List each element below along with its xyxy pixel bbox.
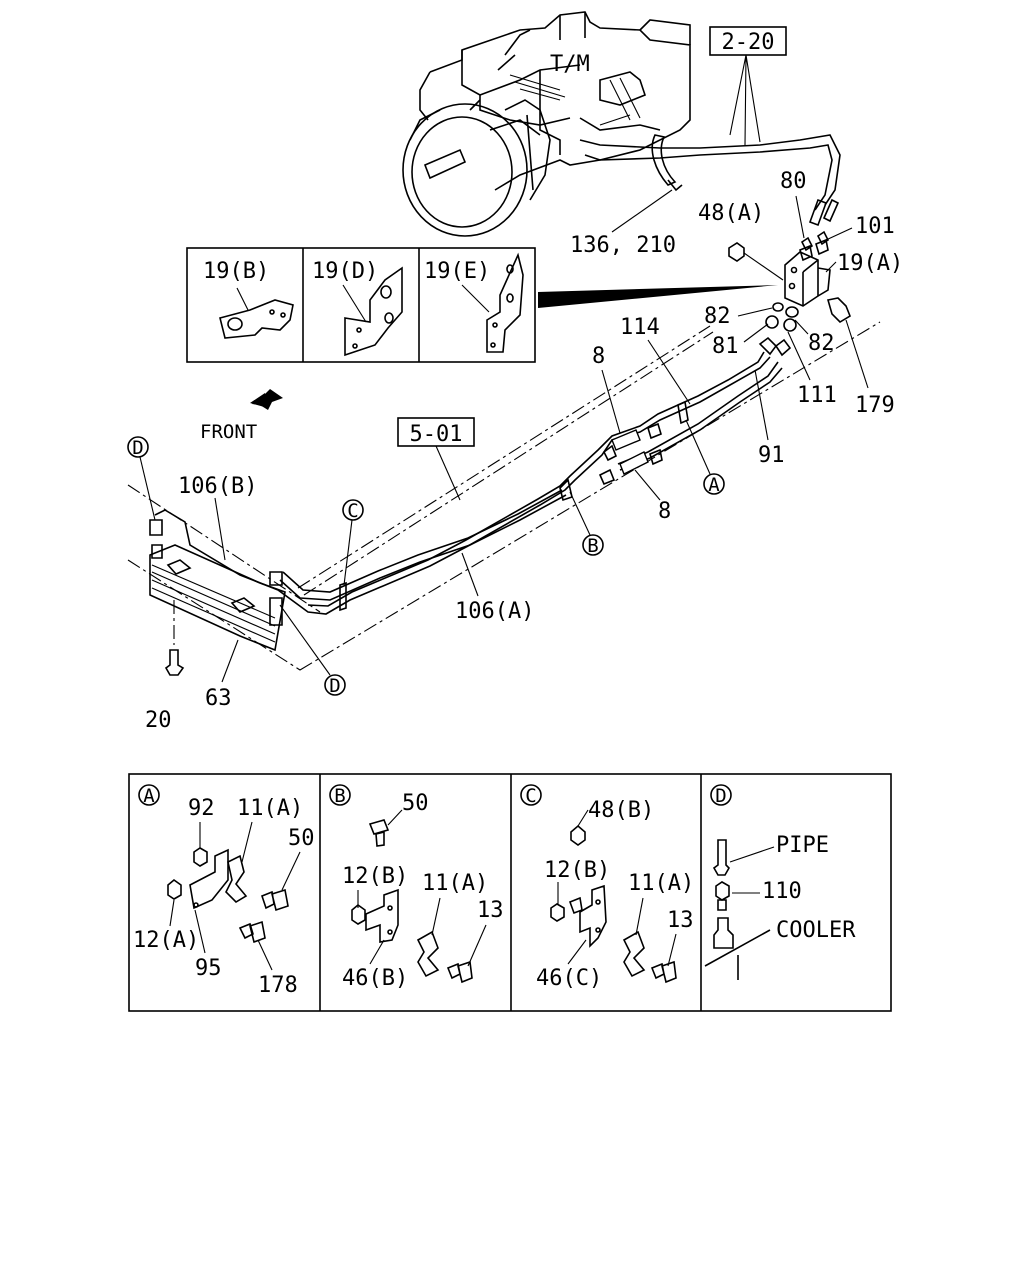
callout-letter: A (708, 474, 720, 496)
bracket-19b-label: 19(B) (203, 259, 269, 284)
detail-a-92-label: 92 (188, 796, 215, 821)
front-label: FRONT (200, 421, 257, 443)
callout-b: B (569, 491, 604, 557)
part-114-label: 114 (620, 315, 660, 340)
bracket-19a-assembly (728, 198, 851, 357)
callout-letter: D (329, 675, 340, 697)
detail-a: A 92 11(A) 50 12(A) 95 178 (133, 784, 315, 998)
detail-b: B 50 12(B) 11(A) 13 46(B) (329, 784, 504, 991)
detail-c-clip-label: 11(A) (628, 871, 694, 896)
detail-b-13-label: 13 (477, 898, 504, 923)
callout-letter: C (347, 500, 358, 522)
detail-c-nut-top-label: 48(B) (588, 798, 654, 823)
detail-a-178-label: 178 (258, 973, 298, 998)
front-arrow (250, 389, 283, 410)
part-91-label: 91 (758, 443, 785, 468)
ref-2-20-label: 2-20 (722, 30, 775, 55)
detail-a-clip-label: 11(A) (237, 796, 303, 821)
detail-d: D PIPE 110 COOLER (704, 784, 856, 980)
part-81-label: 81 (712, 334, 739, 359)
detail-panels (128, 773, 892, 1012)
detail-c-nut-label: 12(B) (544, 858, 610, 883)
detail-c-bracket-label: 46(C) (536, 966, 602, 991)
detail-b-clip-label: 11(A) (422, 871, 488, 896)
part-101-label: 101 (855, 214, 895, 239)
detail-d-110-label: 110 (762, 879, 802, 904)
detail-a-nut-label: 12(A) (133, 928, 199, 953)
cooler-pipes (127, 321, 881, 676)
cooler-63-label: 63 (205, 686, 232, 711)
detail-d-pipe-label: PIPE (776, 833, 829, 858)
detail-d-cooler-label: COOLER (776, 918, 856, 943)
bracket-variants-inset: 19(B) 19(D) 19(E) (186, 247, 778, 363)
pipe-106a-label: 106(A) (455, 599, 534, 624)
callout-c: C (342, 499, 364, 586)
band-clamp-label: 136, 210 (570, 233, 676, 258)
callout-d-bottom: D (279, 604, 346, 697)
part-80-label: 80 (780, 169, 807, 194)
callout-letter: B (334, 785, 345, 807)
callout-letter: D (715, 785, 726, 807)
pipe-106b-label: 106(B) (178, 474, 257, 499)
bracket-19a-label: 19(A) (837, 251, 903, 276)
part-8-bottom-label: 8 (658, 499, 671, 524)
part-8-top-label: 8 (592, 344, 605, 369)
detail-a-95-label: 95 (195, 956, 222, 981)
callout-letter: A (143, 785, 155, 807)
detail-a-50-label: 50 (288, 826, 315, 851)
callout-letter: B (587, 535, 598, 557)
detail-b-nut-label: 12(B) (342, 864, 408, 889)
part-111-label: 111 (797, 383, 837, 408)
nut-48a-label: 48(A) (698, 201, 764, 226)
detail-b-bracket-label: 46(B) (342, 966, 408, 991)
ref-5-01-label: 5-01 (410, 422, 463, 447)
reference-5-01: 5-01 (397, 417, 475, 501)
part-179-label: 179 (855, 393, 895, 418)
callout-letter: D (132, 437, 143, 459)
callout-d-top: D (127, 436, 156, 521)
transmission-drawing (402, 11, 841, 237)
detail-b-50-label: 50 (402, 791, 429, 816)
bracket-19d-label: 19(D) (312, 259, 378, 284)
band-clamp-leader (611, 189, 673, 233)
bolt-20-label: 20 (145, 708, 172, 733)
callout-letter: C (525, 785, 536, 807)
detail-c-13-label: 13 (667, 908, 694, 933)
tm-label: T/M (550, 52, 590, 77)
detail-c: C 48(B) 12(B) 11(A) 13 46(C) (520, 784, 694, 991)
part-82-left-label: 82 (704, 304, 731, 329)
reference-2-20: 2-20 (709, 26, 787, 146)
callout-a: A (685, 419, 725, 496)
bracket-19e-label: 19(E) (424, 259, 490, 284)
